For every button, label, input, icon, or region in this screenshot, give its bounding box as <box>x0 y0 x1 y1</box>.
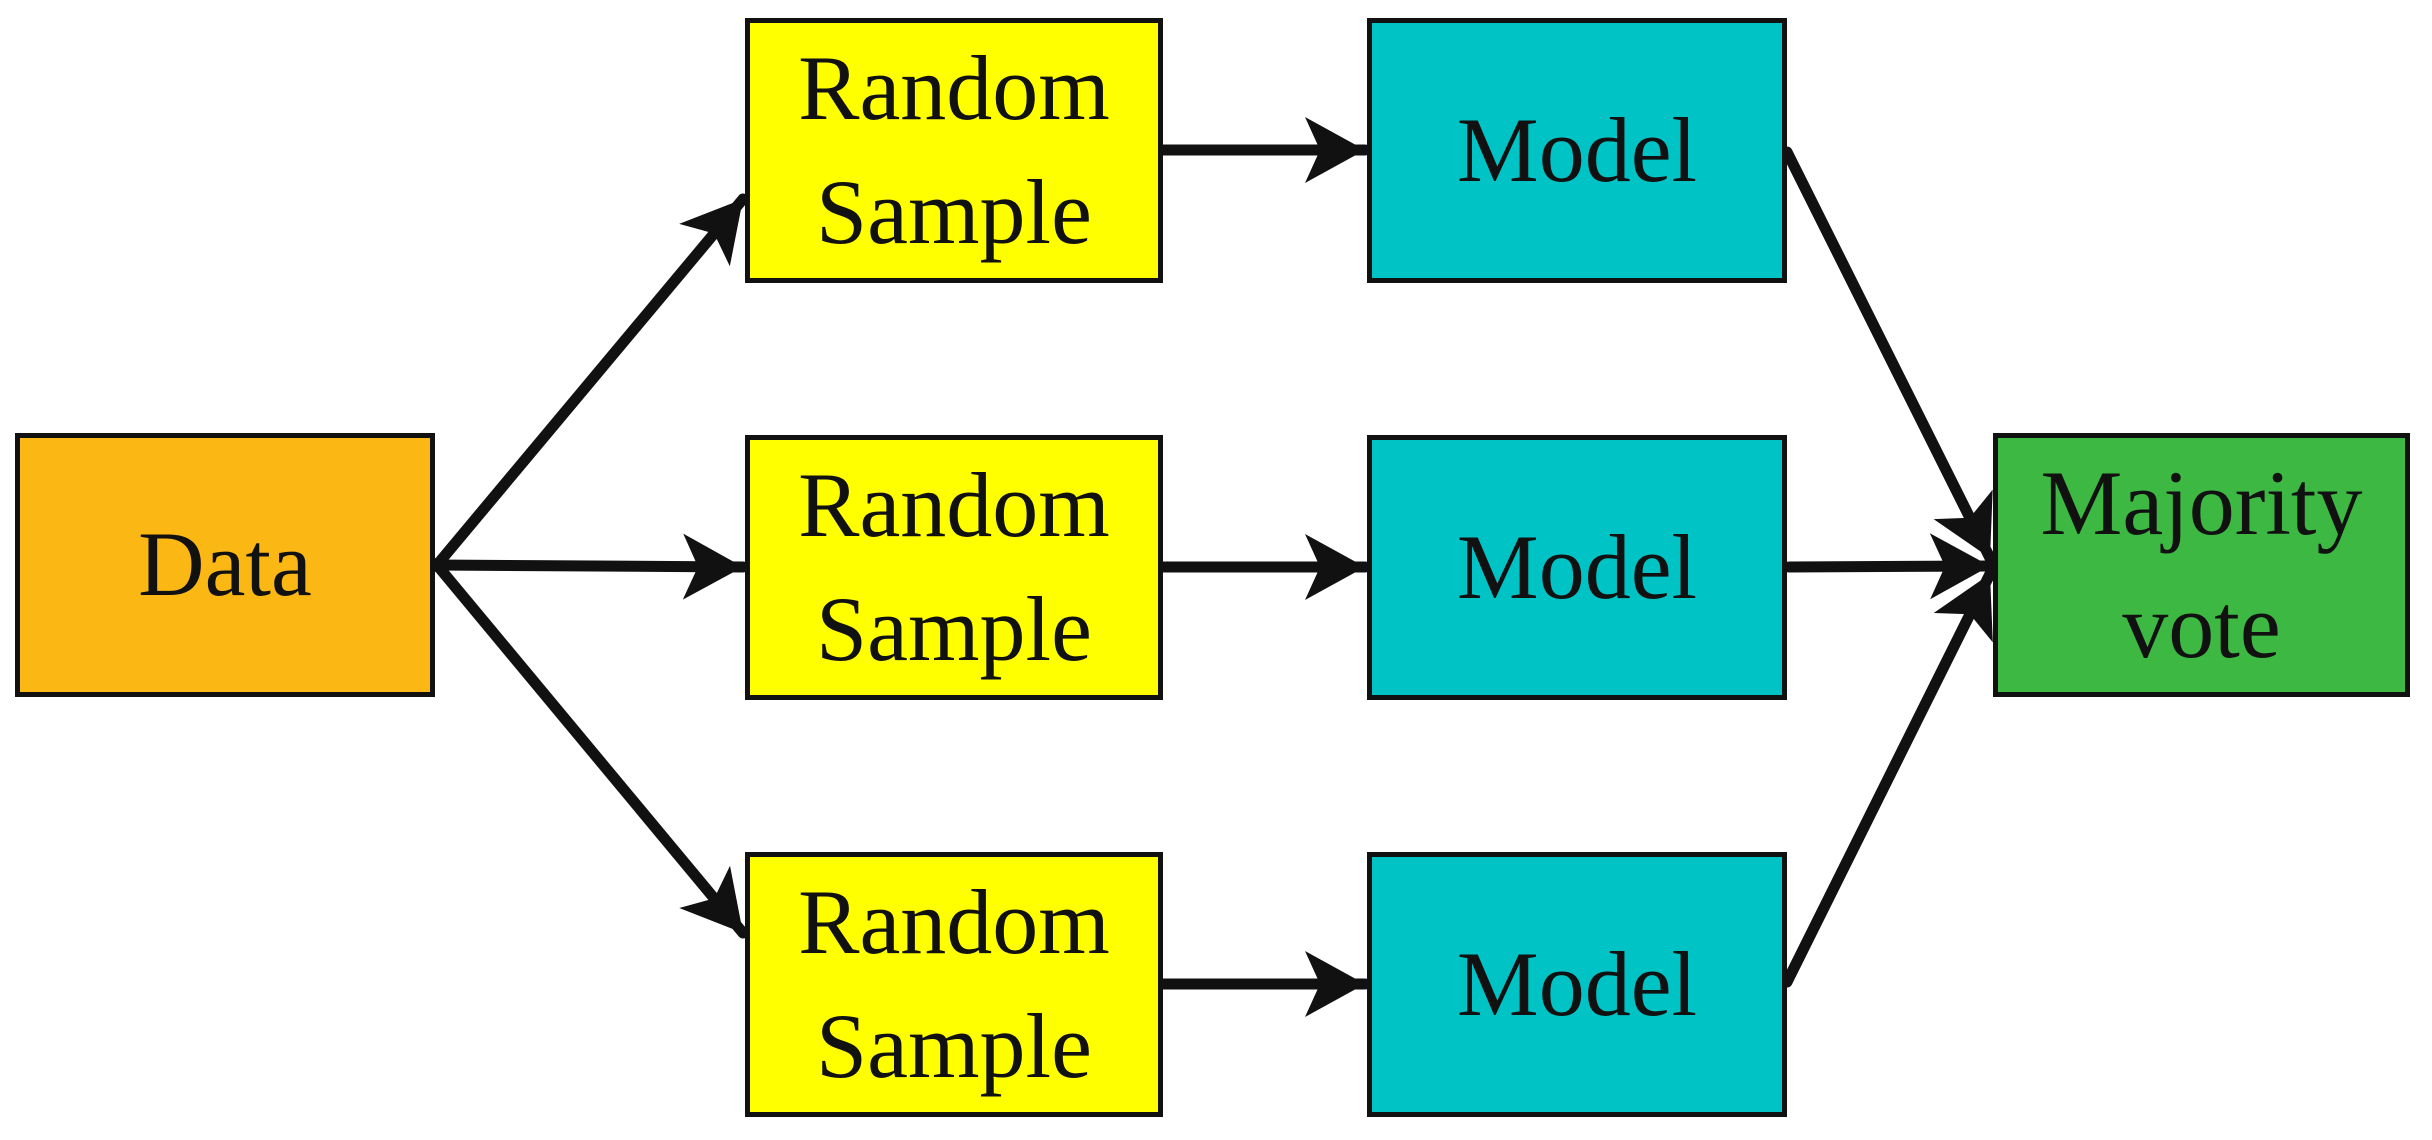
arrow-data-to-sample-mid <box>429 533 749 600</box>
node-majority-vote-label: Majority vote <box>2040 451 2363 677</box>
node-data: Data <box>15 433 435 697</box>
node-model-3-label: Model <box>1456 932 1698 1035</box>
node-random-sample-3-label: Random Sample <box>798 871 1110 1097</box>
arrow-data-to-sample-bot <box>431 559 749 939</box>
arrow-model-top-to-majority <box>1781 146 1996 564</box>
node-random-sample-1-label: Random Sample <box>798 37 1110 263</box>
node-model-3: Model <box>1367 852 1787 1117</box>
node-random-sample-3: Random Sample <box>745 852 1163 1117</box>
arrow-model-mid-to-majority <box>1783 533 1996 600</box>
arrow-data-to-sample-top <box>431 193 749 571</box>
node-data-label: Data <box>138 513 312 616</box>
node-random-sample-2: Random Sample <box>745 435 1163 700</box>
node-random-sample-2-label: Random Sample <box>798 454 1110 680</box>
arrow-model-bot-to-majority <box>1781 568 1996 988</box>
node-model-1-label: Model <box>1456 98 1698 201</box>
node-majority-vote: Majority vote <box>1993 433 2410 697</box>
node-model-2-label: Model <box>1456 515 1698 618</box>
node-random-sample-1: Random Sample <box>745 18 1163 283</box>
node-model-2: Model <box>1367 435 1787 700</box>
node-model-1: Model <box>1367 18 1787 283</box>
